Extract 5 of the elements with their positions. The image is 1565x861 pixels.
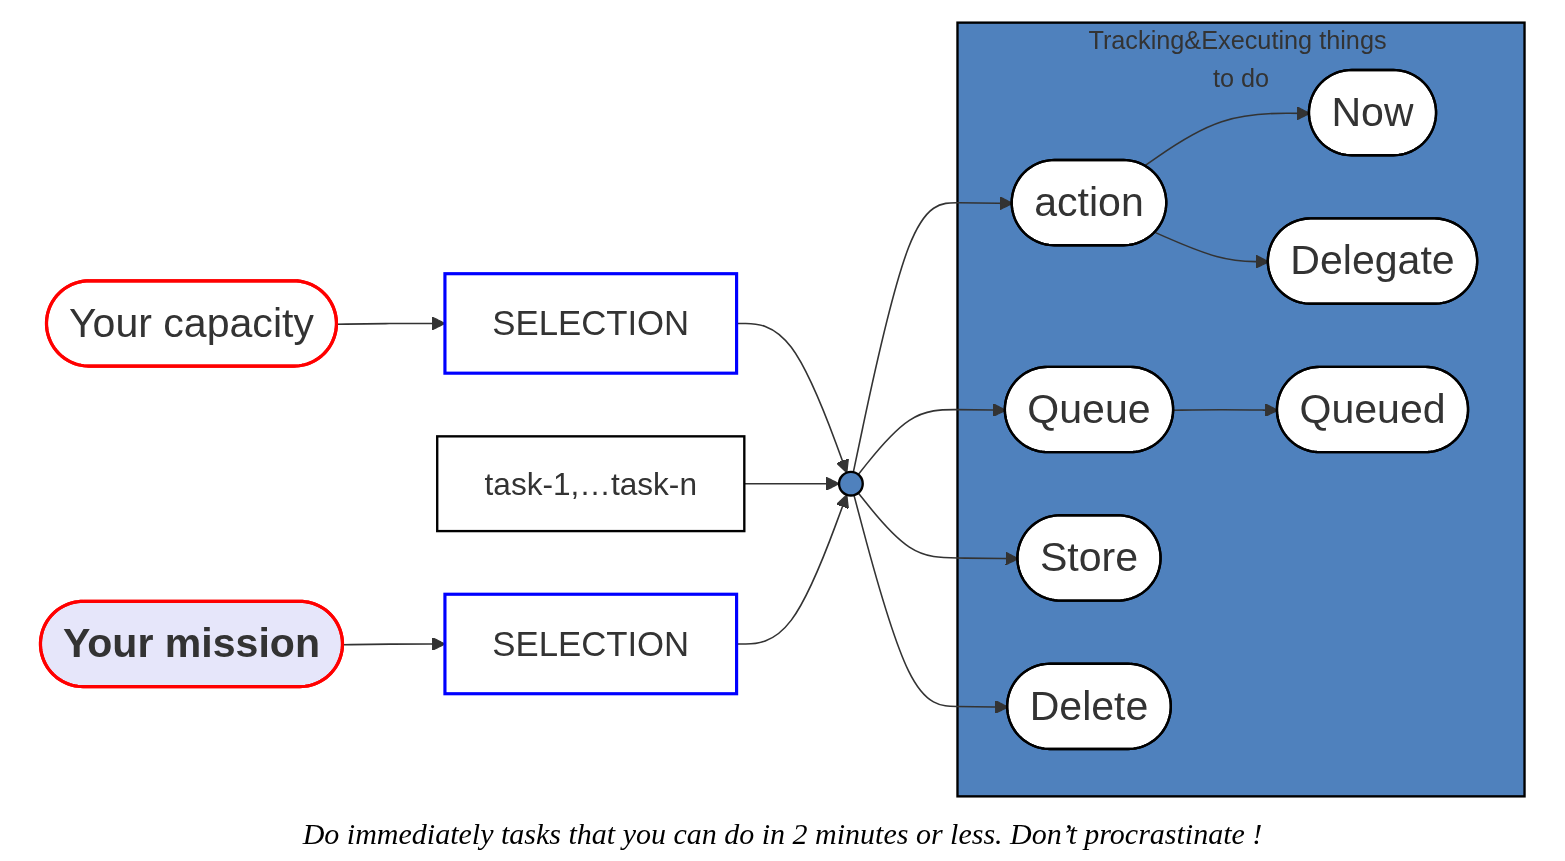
node-box: task-1,…task-n [436, 435, 746, 533]
node-box: SELECTION [443, 272, 739, 375]
note-text: Do immediately tasks that you can do in 2 minutes or less. Don’t procrastinate ! [302, 817, 1263, 851]
node-circle [837, 470, 864, 497]
node-box: SELECTION [443, 592, 739, 696]
